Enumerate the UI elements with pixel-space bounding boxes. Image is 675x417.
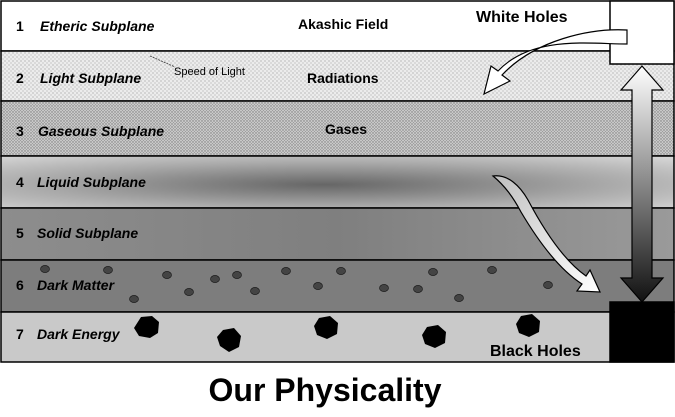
layer-dark-energy: [0, 311, 675, 363]
layer-4-number: 4: [16, 174, 24, 190]
dark-matter-particle-icon: [129, 295, 139, 303]
dark-matter-particle-icon: [379, 284, 389, 292]
layer-5-number: 5: [16, 225, 24, 241]
layer-2-name: Light Subplane: [40, 70, 141, 86]
dark-matter-particles: [40, 265, 553, 303]
dark-matter-particle-icon: [454, 294, 464, 302]
radiations-label: Radiations: [307, 70, 379, 86]
dark-matter-particle-icon: [413, 285, 423, 293]
layer-liquid: [0, 155, 675, 209]
speed-of-light-line: [149, 55, 176, 68]
dark-matter-particle-icon: [184, 288, 194, 296]
layer-7-number: 7: [16, 326, 24, 342]
black-holes-label: Black Holes: [490, 343, 581, 360]
dark-energy-blob-icon: [422, 325, 446, 348]
curved-arrow-icon: [483, 29, 628, 96]
dark-matter-particle-icon: [103, 266, 113, 274]
layer-1-number: 1: [16, 18, 24, 34]
dark-matter-particle-icon: [428, 268, 438, 276]
layer-3-name: Gaseous Subplane: [38, 123, 164, 139]
diagram-title: Our Physicality: [208, 372, 442, 408]
layer-light: [0, 50, 675, 102]
layer-gaseous: [0, 100, 675, 157]
layer-6-number: 6: [16, 277, 24, 293]
double-arrow-icon: [619, 65, 665, 303]
layer-5-name: Solid Subplane: [37, 225, 138, 241]
layer-1-name: Etheric Subplane: [40, 18, 155, 34]
dark-matter-particle-icon: [40, 265, 50, 273]
layer-3-number: 3: [16, 123, 24, 139]
white-holes-label: White Holes: [476, 9, 568, 26]
dark-matter-particle-icon: [487, 266, 497, 274]
dark-matter-particle-icon: [313, 282, 323, 290]
dark-matter-particle-icon: [210, 275, 220, 283]
akashic-field-label: Akashic Field: [298, 16, 388, 32]
dark-matter-particle-icon: [543, 281, 553, 289]
dark-matter-particle-icon: [250, 287, 260, 295]
black-hole-box: [609, 301, 675, 363]
layer-6-name: Dark Matter: [37, 277, 116, 293]
dark-matter-particle-icon: [336, 267, 346, 275]
speed-of-light-label: Speed of Light: [174, 66, 245, 78]
layer-7-name: Dark Energy: [37, 326, 121, 342]
dark-energy-blob-icon: [516, 314, 540, 337]
dark-matter-particle-icon: [232, 271, 242, 279]
gases-label: Gases: [325, 121, 367, 137]
dark-matter-particle-icon: [162, 271, 172, 279]
curved-arrow-icon: [491, 175, 601, 293]
dark-energy-blob-icon: [217, 328, 241, 352]
dark-matter-particle-icon: [281, 267, 291, 275]
dark-energy-blob-icon: [314, 316, 338, 339]
dark-energy-blob-icon: [134, 316, 159, 338]
layer-4-name: Liquid Subplane: [37, 174, 146, 190]
layer-2-number: 2: [16, 70, 24, 86]
dark-energy-blobs: [134, 314, 540, 352]
